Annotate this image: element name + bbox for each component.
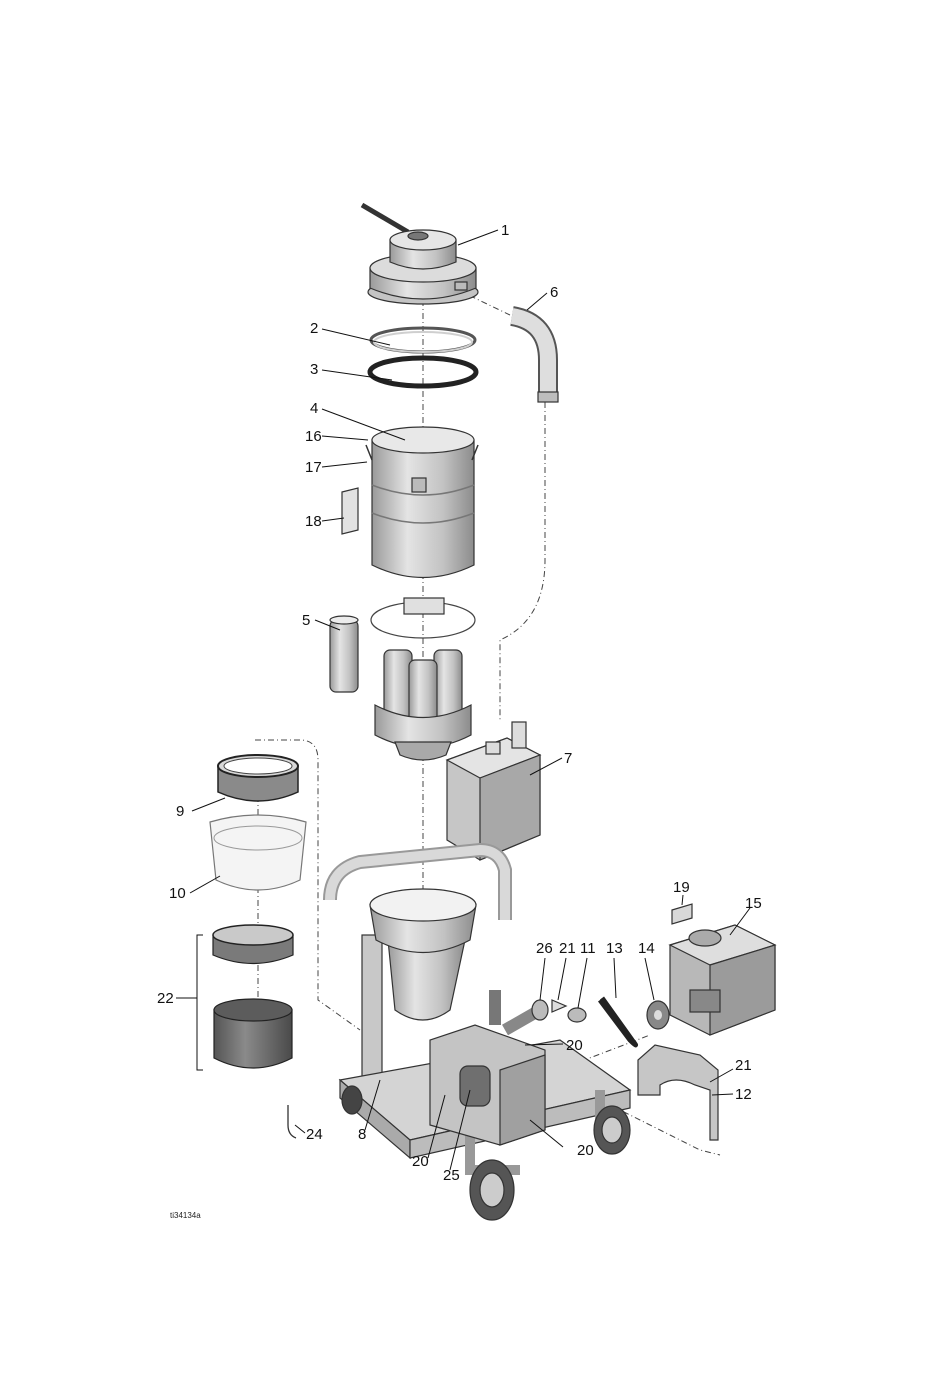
part-21-triangle (552, 1000, 566, 1012)
callout-9: 9 (176, 803, 184, 820)
callout-17: 17 (305, 459, 322, 476)
callout-18: 18 (305, 513, 322, 530)
part-7-filter-box (447, 722, 540, 860)
filter-assembly (371, 598, 475, 760)
callout-20-lower-left: 20 (412, 1153, 429, 1170)
callout-20-lower-right: 20 (577, 1142, 594, 1159)
figure-id: ti34134a (170, 1211, 201, 1220)
callout-19: 19 (673, 879, 690, 896)
part-14-pulley (647, 1001, 669, 1029)
callout-4: 4 (310, 400, 318, 417)
part-15-engine (670, 925, 775, 1035)
callout-21-lower: 21 (735, 1057, 752, 1074)
part-22-drum (197, 925, 293, 1070)
callout-14: 14 (638, 940, 655, 957)
callout-16: 16 (305, 428, 322, 445)
pump-housing (430, 1025, 545, 1145)
part-13-belt (600, 998, 636, 1045)
callout-21-upper: 21 (559, 940, 576, 957)
callout-26: 26 (536, 940, 553, 957)
callout-10: 10 (169, 885, 186, 902)
part-10-bag (210, 815, 306, 890)
callout-8: 8 (358, 1126, 366, 1143)
callout-6: 6 (550, 284, 558, 301)
part-19-label (672, 904, 692, 924)
callout-2: 2 (310, 320, 318, 337)
callout-13: 13 (606, 940, 623, 957)
callout-24: 24 (306, 1126, 323, 1143)
part-12-guard (638, 1045, 718, 1140)
callout-11: 11 (580, 940, 596, 957)
part-4-hopper (366, 427, 478, 578)
part-11-coupling (568, 1008, 586, 1022)
callout-12: 12 (735, 1086, 752, 1103)
callout-22: 22 (157, 990, 174, 1007)
callout-5: 5 (302, 612, 310, 629)
callout-15: 15 (745, 895, 762, 912)
callout-7: 7 (564, 750, 572, 767)
callout-1: 1 (501, 222, 509, 239)
callout-3: 3 (310, 361, 318, 378)
part-6-elbow-tube (512, 316, 558, 402)
callout-25: 25 (443, 1167, 460, 1184)
part-9-ring (218, 755, 298, 801)
part-18-label (342, 488, 358, 534)
callout-20-upper: 20 (566, 1037, 583, 1054)
part-1-lid (362, 205, 478, 304)
part-24-clip (288, 1105, 296, 1138)
